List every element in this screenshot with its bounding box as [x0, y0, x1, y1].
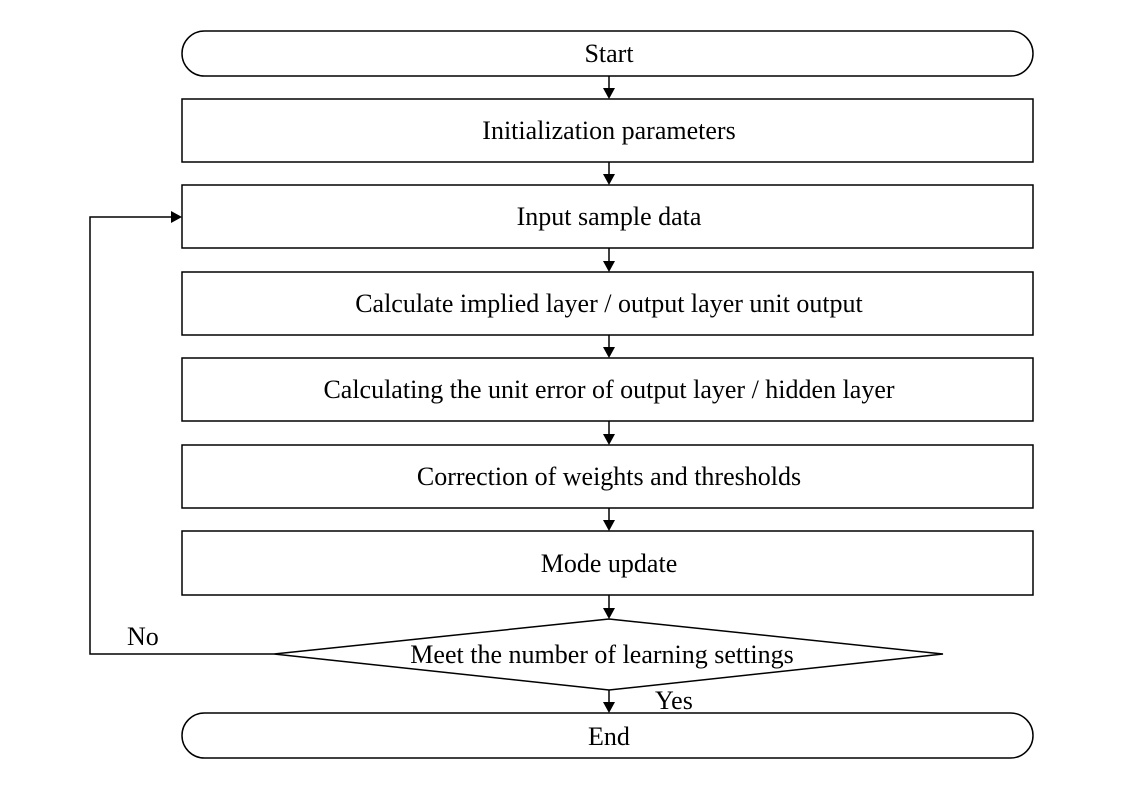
step-label: Mode update [541, 549, 677, 578]
step-input-sample-data: Input sample data [181, 184, 1034, 249]
connector-step4-to-step5 [603, 421, 615, 445]
step-label: Calculating the unit error of output lay… [323, 375, 894, 404]
start-label: Start [584, 39, 634, 68]
connector-step1-to-step2 [603, 162, 615, 185]
no-branch-label: No [127, 622, 159, 651]
connector-step3-to-step4 [603, 335, 615, 358]
connector-decision-to-end-yes [603, 690, 615, 713]
yes-branch-label: Yes [655, 686, 693, 715]
decision-node: Meet the number of learning settings [273, 618, 944, 691]
connector-step2-to-step3 [603, 248, 615, 272]
step-label: Calculate implied layer / output layer u… [355, 289, 863, 318]
connector-start-to-step1 [603, 76, 615, 99]
start-node: Start [181, 30, 1034, 77]
connector-no-loop-back [89, 211, 274, 655]
step-label: Correction of weights and thresholds [417, 462, 801, 491]
step-correction-weights-thresholds: Correction of weights and thresholds [181, 444, 1034, 509]
step-initialization-parameters: Initialization parameters [181, 98, 1034, 163]
step-mode-update: Mode update [181, 530, 1034, 596]
decision-label: Meet the number of learning settings [410, 640, 793, 669]
step-label: Input sample data [517, 202, 702, 231]
end-node: End [181, 712, 1034, 759]
connector-step6-to-decision [603, 595, 615, 619]
step-label: Initialization parameters [482, 116, 735, 145]
connector-step5-to-step6 [603, 508, 615, 531]
step-calculate-unit-error: Calculating the unit error of output lay… [181, 357, 1034, 422]
end-label: End [588, 722, 630, 751]
step-calculate-layer-output: Calculate implied layer / output layer u… [181, 271, 1034, 336]
